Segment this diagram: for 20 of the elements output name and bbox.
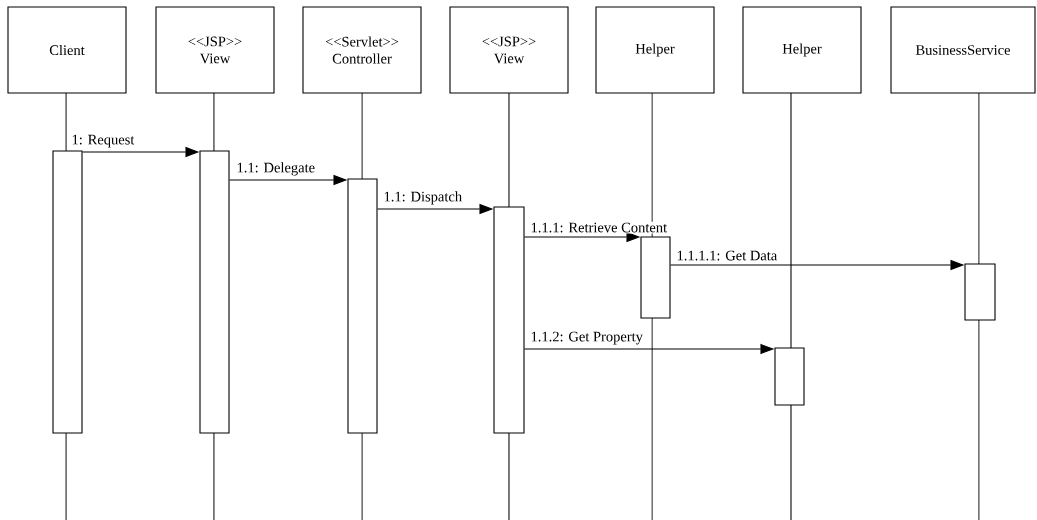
message-label: 1.1: Delegate xyxy=(235,161,317,177)
message-label: 1.1.2: Get Property xyxy=(529,330,644,346)
lifeline-box: <<JSP>> View xyxy=(155,6,275,94)
message-label: 1: Request xyxy=(70,133,136,149)
message-label: 1.1.1.1: Get Data xyxy=(675,249,779,262)
activation-bar xyxy=(52,150,83,434)
lifeline-box: Helper xyxy=(595,6,715,94)
activation-bar xyxy=(774,347,805,406)
lifeline-box: Client xyxy=(7,6,127,94)
activation-bar xyxy=(964,263,996,321)
activation-bar xyxy=(347,178,378,434)
activation-bar xyxy=(493,206,525,434)
lifeline-box: <<JSP>> View xyxy=(449,6,569,94)
activation-bar xyxy=(199,150,230,434)
lifeline-box: BusinessService xyxy=(890,6,1036,94)
message-label: 1.1: Dispatch xyxy=(382,190,464,206)
lifeline-box: Helper xyxy=(742,6,862,94)
message-label: 1.1.1: Retrieve Content xyxy=(529,221,669,234)
activation-bar xyxy=(640,236,671,319)
lifeline-box: <<Servlet>> Controller xyxy=(302,6,422,94)
